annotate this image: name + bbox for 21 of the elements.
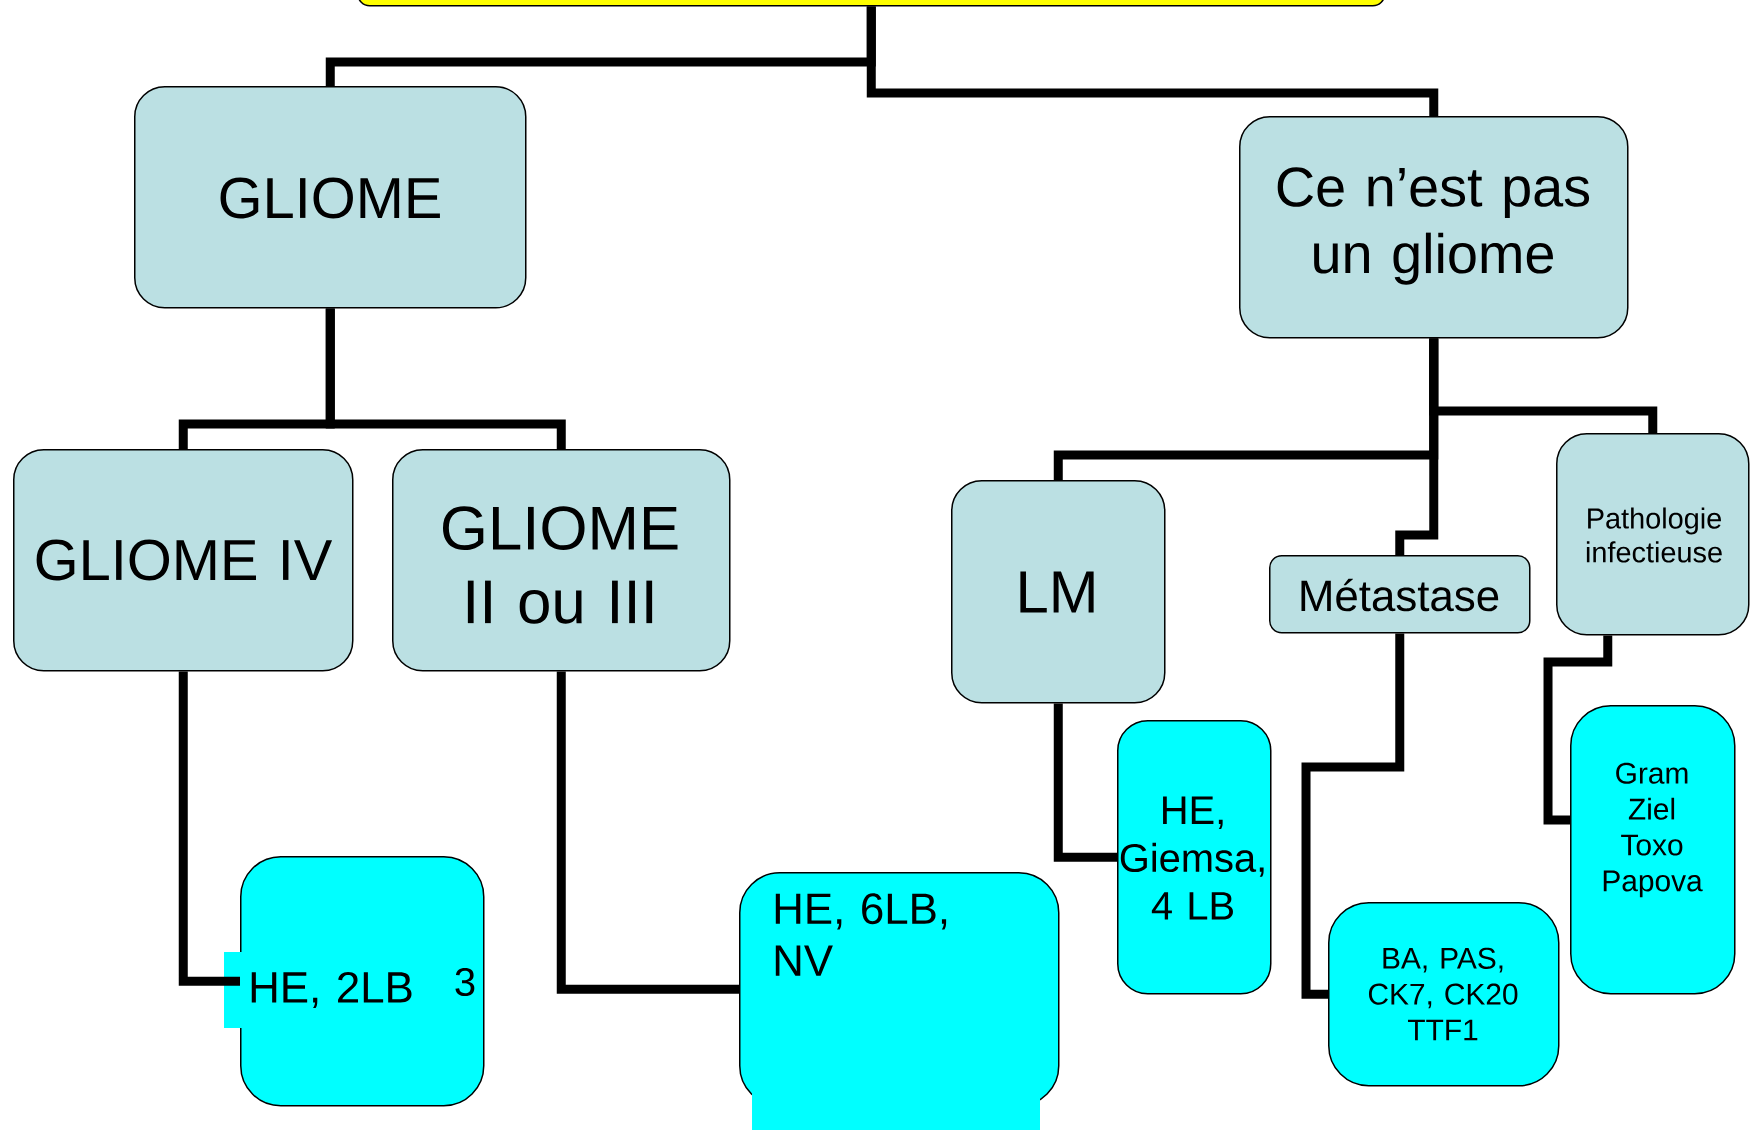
connector [1053,703,1117,862]
process-box: GLIOME IV [13,449,354,672]
process-box: Gram Ziel Toxo Papova [1570,705,1736,995]
process-box: Ce n’est pas un gliome [1239,116,1629,339]
process-box: LM [951,480,1166,704]
process-box: Pathologie infectieuse [1556,433,1750,636]
process-box: Métastase [1269,555,1531,634]
connector [1301,633,1405,999]
connector [1543,635,1613,825]
connector [1429,338,1658,433]
connector [178,671,240,986]
process-box: GLIOME II ou III [392,449,731,672]
connector [556,671,739,994]
connector [325,308,566,449]
connector [866,6,1439,116]
process-box: HE, Giemsa, 4 LB [1117,720,1272,995]
process-box: GLIOME [134,86,527,309]
process-box: HE, 2LB 3 [224,856,485,1107]
process-box: BA, PAS, CK7, CK20 TTF1 [1328,902,1560,1087]
process-box: HE, 6LB, NV [739,872,1060,1130]
box [357,0,1386,7]
